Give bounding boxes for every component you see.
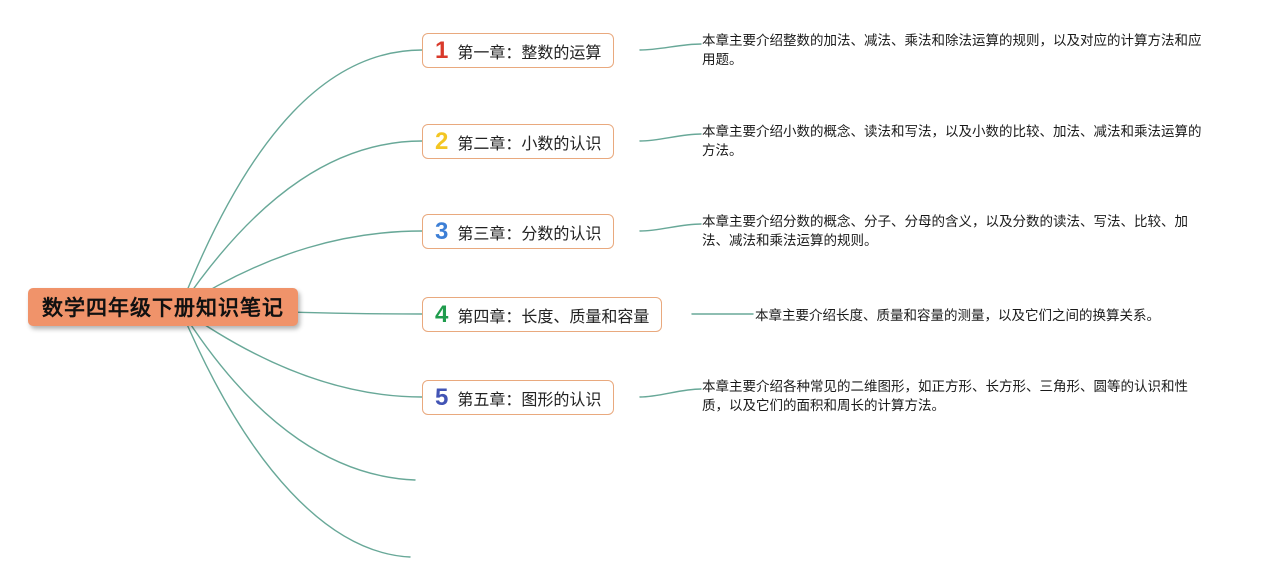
chapter-description-4[interactable]: 本章主要介绍长度、质量和容量的测量，以及它们之间的换算关系。	[755, 308, 1160, 323]
chapter-title-1: 第一章：整数的运算	[457, 44, 602, 62]
root-title: 数学四年级下册知识笔记	[42, 297, 284, 320]
connector-root-to-chapter-2	[179, 140, 423, 309]
chapter-node-2[interactable]: 2 第二章：小数的认识	[422, 124, 615, 159]
connector-chapter-1-to-description	[639, 43, 702, 51]
connector-root-collapsed-1	[179, 307, 416, 481]
chapter-description-1[interactable]: 本章主要介绍整数的加法、减法、乘法和除法运算的规则，以及对应的计算方法和应用题。	[702, 33, 1202, 67]
connector-chapter-3-to-description	[639, 223, 702, 232]
chapter-number-4: 4	[435, 300, 449, 328]
chapter-node-5[interactable]: 5 第五章：图形的认识	[422, 380, 615, 415]
chapter-node-3[interactable]: 3 第三章：分数的认识	[422, 214, 615, 249]
chapter-description-2[interactable]: 本章主要介绍小数的概念、读法和写法，以及小数的比较、加法、减法和乘法运算的方法。	[702, 124, 1202, 158]
chapter-title-3: 第三章：分数的认识	[457, 225, 602, 243]
chapter-description-3[interactable]: 本章主要介绍分数的概念、分子、分母的含义，以及分数的读法、写法、比较、加法、减法…	[702, 214, 1188, 248]
chapter-number-3: 3	[435, 217, 449, 245]
chapter-description-5[interactable]: 本章主要介绍各种常见的二维图形，如正方形、长方形、三角形、圆等的认识和性质，以及…	[702, 379, 1188, 413]
chapter-title-2: 第二章：小数的认识	[457, 135, 602, 153]
chapter-node-4[interactable]: 4 第四章：长度、质量和容量	[422, 297, 663, 332]
root-node[interactable]: 数学四年级下册知识笔记	[28, 288, 298, 326]
connector-root-collapsed-2	[179, 307, 411, 558]
chapter-number-2: 2	[435, 127, 449, 155]
chapter-title-5: 第五章：图形的认识	[457, 391, 602, 409]
chapter-number-1: 1	[435, 36, 449, 64]
chapter-title-4: 第四章：长度、质量和容量	[457, 308, 650, 326]
connector-chapter-5-to-description	[639, 388, 702, 398]
connector-chapter-2-to-description	[639, 133, 702, 142]
chapter-node-1[interactable]: 1 第一章：整数的运算	[422, 33, 615, 68]
chapter-number-5: 5	[435, 383, 449, 411]
connector-root-to-chapter-1	[179, 49, 423, 309]
